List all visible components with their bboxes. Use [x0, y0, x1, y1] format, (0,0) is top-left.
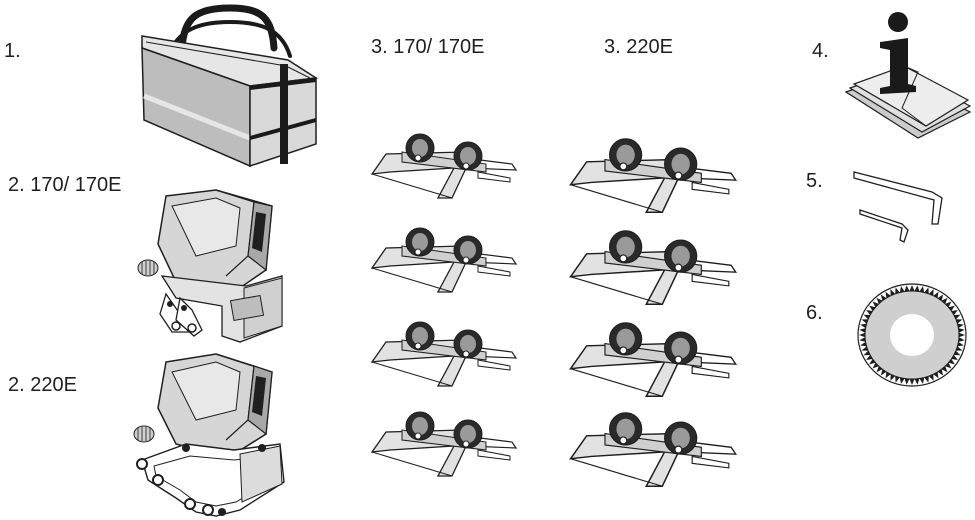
- label-item-2-170: 2. 170/ 170E: [8, 174, 122, 196]
- roller-bracket-large-icon: [566, 130, 738, 228]
- label-item-5: 5.: [806, 170, 823, 192]
- cutting-machine-220e-icon: [130, 352, 290, 518]
- hex-key-icon: [850, 168, 950, 248]
- roller-bracket-icon: [368, 124, 518, 214]
- roller-bracket-icon: [368, 402, 518, 492]
- label-item-4: 4.: [812, 40, 829, 62]
- label-item-3-170: 3. 170/ 170E: [371, 36, 485, 58]
- label-item-6: 6.: [806, 302, 823, 324]
- saw-blade-icon: [856, 282, 968, 388]
- label-item-2-220e: 2. 220E: [8, 374, 77, 396]
- info-manual-icon: [842, 8, 972, 148]
- roller-bracket-large-icon: [566, 222, 738, 320]
- cutting-machine-170-icon: [136, 186, 286, 346]
- roller-bracket-large-icon: [566, 314, 738, 412]
- roller-bracket-icon: [368, 312, 518, 402]
- roller-bracket-icon: [368, 218, 518, 308]
- carrying-bag-icon: [138, 4, 320, 168]
- roller-bracket-large-icon: [566, 404, 738, 502]
- label-item-3-220e: 3. 220E: [604, 36, 673, 58]
- label-item-1: 1.: [4, 40, 21, 62]
